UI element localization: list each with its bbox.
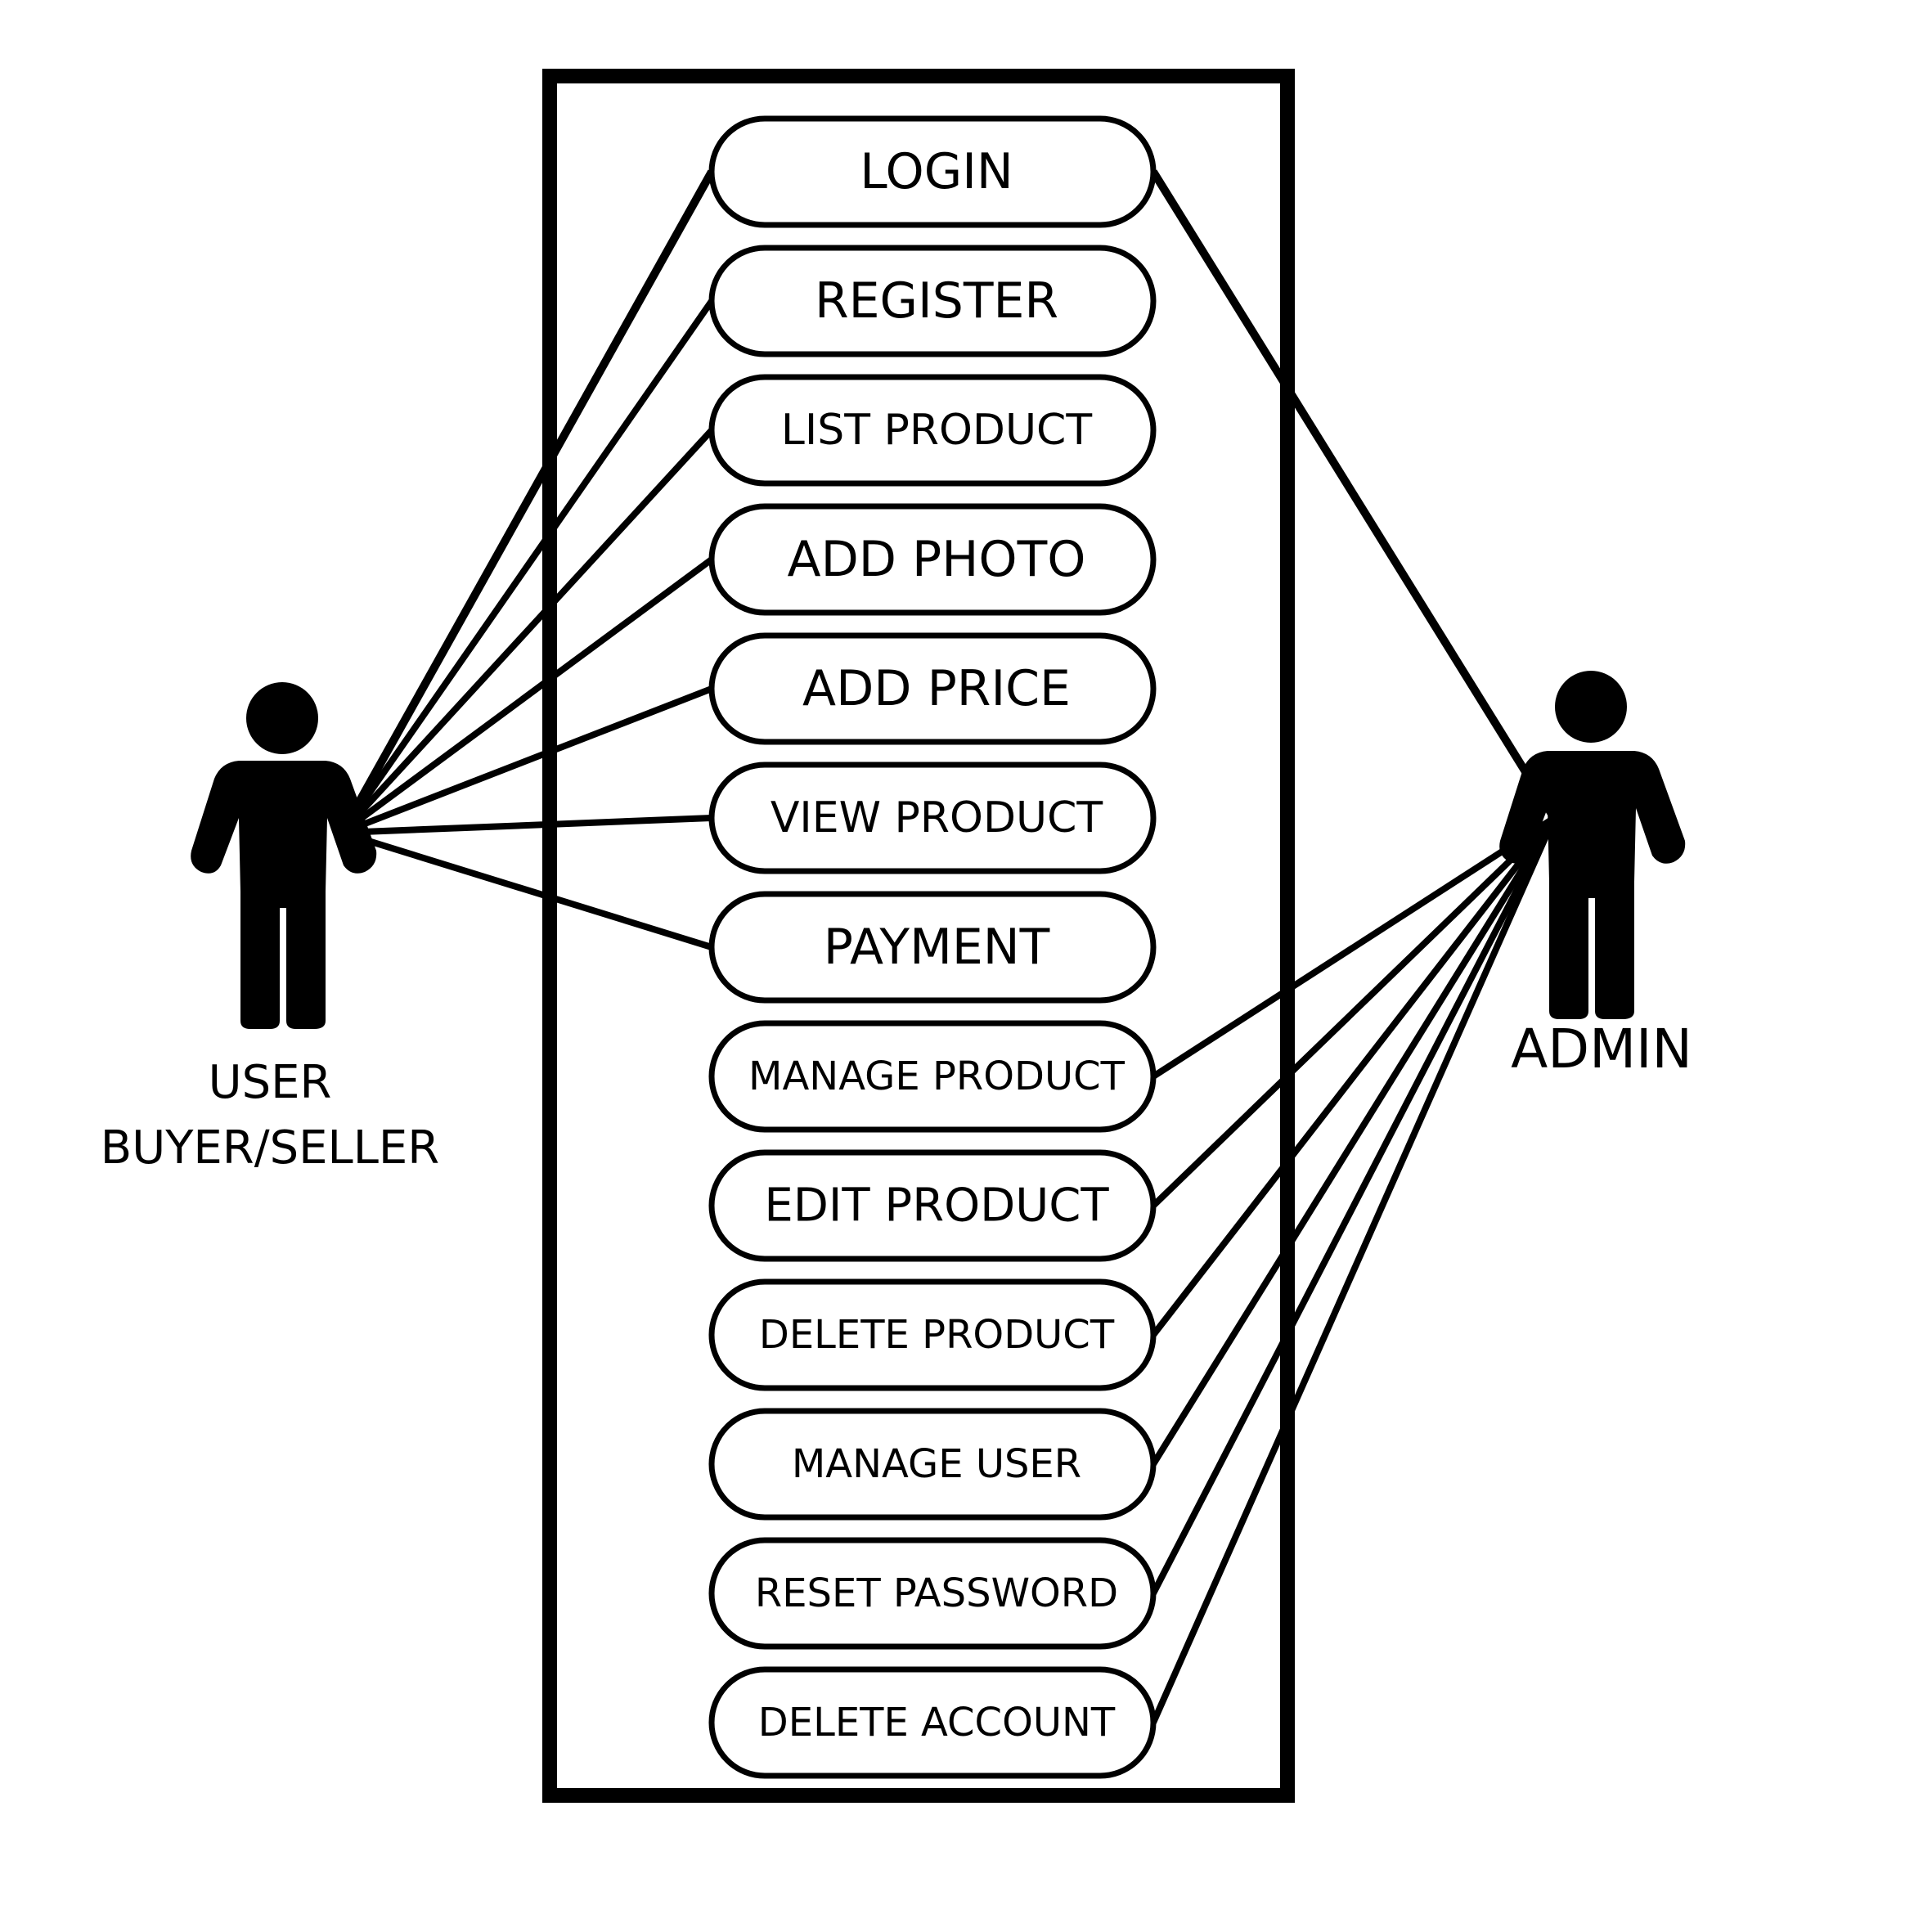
use-case-oval — [708, 245, 1157, 357]
user-stick-person-icon — [191, 682, 377, 1029]
association-user-login — [338, 169, 716, 835]
admin-actor: ADMIN — [1499, 671, 1692, 1081]
use-case-edit-product[interactable]: EDIT PRODUCT — [708, 1149, 1157, 1262]
use-case-label: REGISTER — [815, 272, 1058, 330]
use-case-login[interactable]: LOGIN — [708, 115, 1157, 228]
association-admin-delete-account — [1150, 816, 1557, 1724]
use-case-delete-account[interactable]: DELETE ACCOUNT — [708, 1666, 1157, 1779]
use-case-label: DELETE PRODUCT — [759, 1312, 1115, 1358]
use-case-label: LIST PRODUCT — [781, 406, 1092, 455]
association-admin-edit-product — [1151, 815, 1557, 1208]
use-case-add-photo[interactable]: ADD PHOTO — [708, 503, 1157, 616]
use-case-manage-user[interactable]: MANAGE USER — [708, 1408, 1157, 1521]
use-case-label: VIEW PRODUCT — [771, 793, 1103, 842]
association-user-add-price — [340, 685, 713, 836]
use-case-register[interactable]: REGISTER — [708, 245, 1157, 357]
association-user-register — [339, 299, 715, 835]
system-boundary — [542, 69, 1295, 1803]
association-admin-manage-user — [1150, 815, 1557, 1467]
association-admin-login — [1149, 169, 1558, 820]
use-case-reset-password[interactable]: RESET PASSWORD — [708, 1537, 1157, 1650]
user-actor-label-line1: USER — [209, 1056, 332, 1109]
use-case-oval — [708, 1278, 1157, 1391]
use-case-oval — [708, 891, 1157, 1004]
use-case-delete-product[interactable]: DELETE PRODUCT — [708, 1278, 1157, 1391]
use-case-label: ADD PHOTO — [788, 531, 1086, 588]
use-case-manage-product[interactable]: MANAGE PRODUCT — [708, 1020, 1157, 1133]
use-case-label: LOGIN — [860, 143, 1013, 200]
use-case-oval — [708, 762, 1157, 874]
user-actor: USER BUYER/SELLER — [101, 682, 439, 1175]
admin-actor-label: ADMIN — [1511, 1018, 1692, 1081]
use-case-oval — [708, 1408, 1157, 1521]
association-user-list-product — [339, 428, 714, 835]
association-user-payment — [340, 829, 713, 950]
use-case-oval — [708, 1537, 1157, 1650]
use-case-oval — [708, 632, 1157, 745]
use-case-list-product[interactable]: LIST PRODUCT — [708, 374, 1157, 487]
use-case-oval — [708, 1666, 1157, 1779]
association-lines — [338, 169, 1558, 1724]
use-case-oval — [708, 1020, 1157, 1133]
use-case-list: LOGIN REGISTER LIST PRODUCT ADD PHOTO ADD PR… — [708, 115, 1157, 1779]
use-case-oval — [708, 503, 1157, 616]
association-admin-manage-product — [1151, 815, 1557, 1080]
use-case-oval — [708, 1149, 1157, 1262]
use-case-label: MANAGE PRODUCT — [748, 1054, 1126, 1099]
use-case-add-price[interactable]: ADD PRICE — [708, 632, 1157, 745]
use-case-label: DELETE ACCOUNT — [758, 1700, 1116, 1746]
use-case-payment[interactable]: PAYMENT — [708, 891, 1157, 1004]
association-user-add-photo — [339, 556, 714, 836]
use-case-label: RESET PASSWORD — [755, 1570, 1118, 1616]
association-admin-delete-product — [1150, 815, 1557, 1337]
use-case-oval — [708, 115, 1157, 228]
use-case-view-product[interactable]: VIEW PRODUCT — [708, 762, 1157, 874]
use-case-label: ADD PRICE — [802, 660, 1071, 717]
association-user-view-product — [341, 815, 712, 836]
use-case-label: MANAGE USER — [792, 1441, 1081, 1487]
use-case-label: EDIT PRODUCT — [764, 1179, 1109, 1233]
use-case-oval — [708, 374, 1157, 487]
association-admin-reset-password — [1150, 816, 1557, 1595]
user-actor-label-line2: BUYER/SELLER — [101, 1121, 439, 1175]
admin-stick-person-icon — [1499, 671, 1686, 1019]
use-case-label: PAYMENT — [824, 919, 1050, 976]
